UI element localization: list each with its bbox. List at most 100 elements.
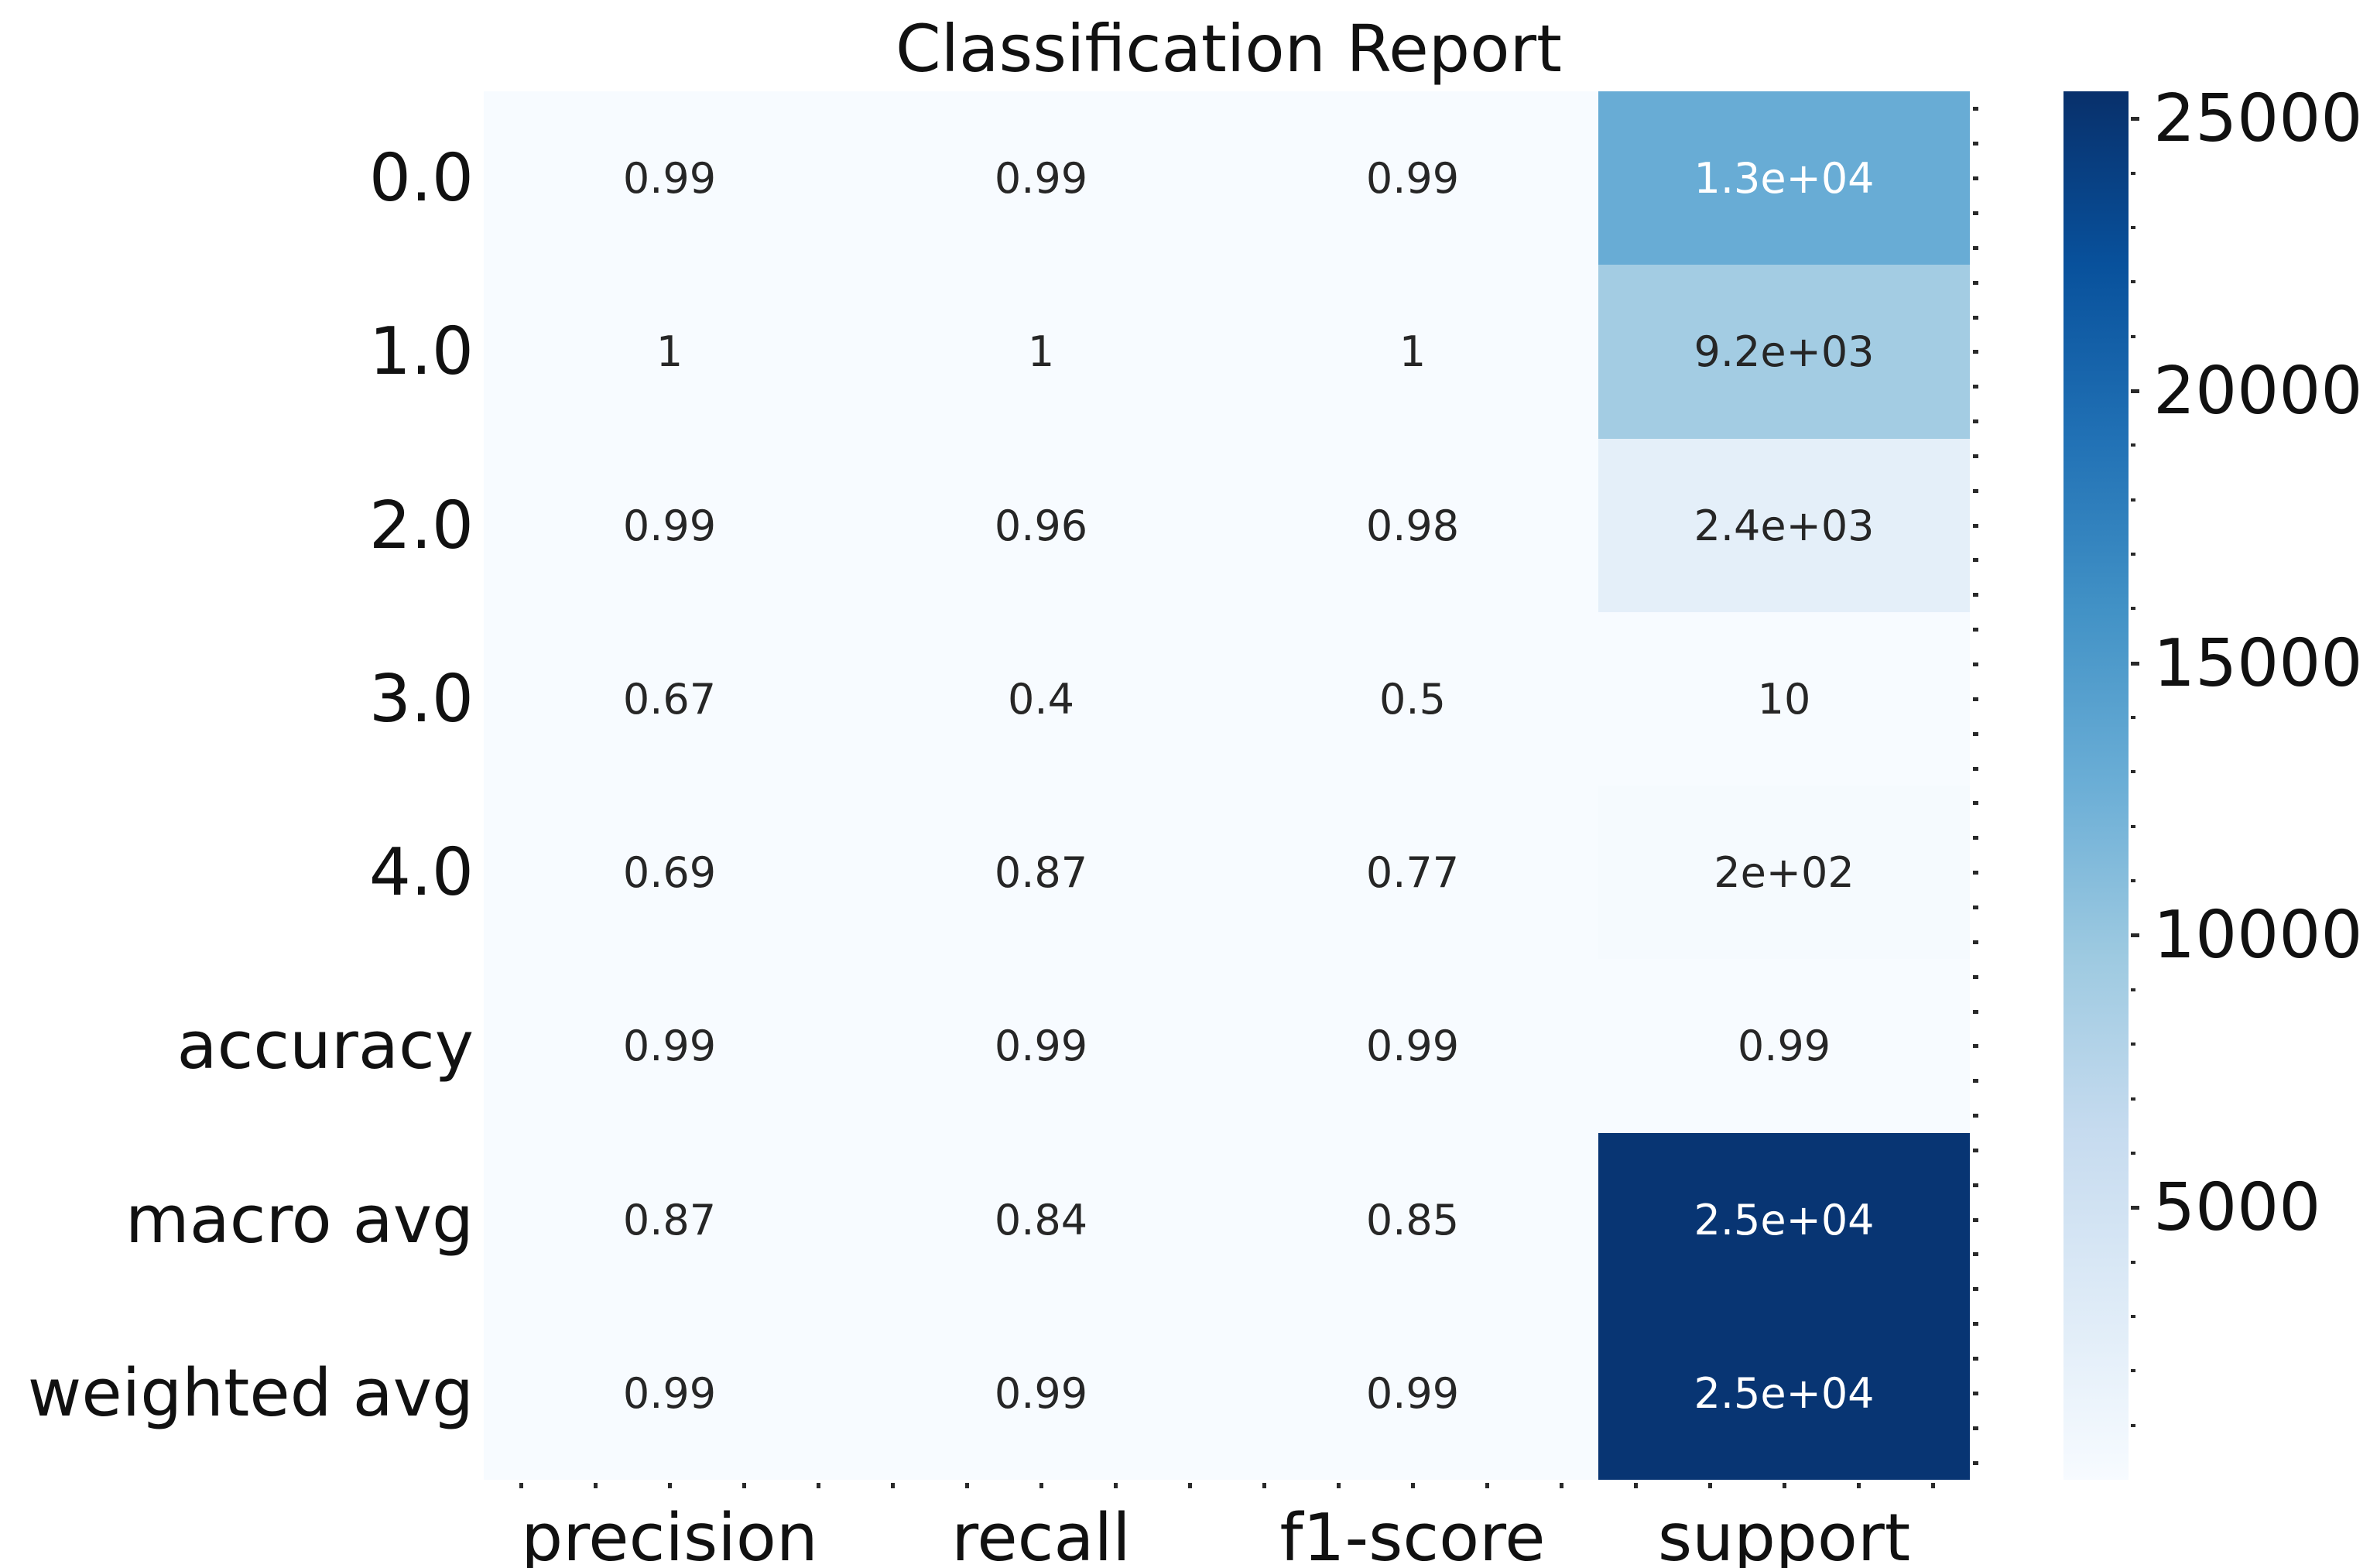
y-axis-minor-tick [1973,593,1978,597]
cell-annotation: 0.67 [622,674,717,724]
cell-annotation: 2e+02 [1714,847,1855,897]
x-axis-minor-tick [668,1483,672,1488]
x-axis-minor-tick [1188,1483,1192,1488]
y-axis-minor-tick [1973,142,1978,146]
colorbar-minor-tick [2131,553,2135,556]
colorbar-major-tick [2131,1206,2139,1210]
x-axis-minor-tick [1857,1483,1861,1488]
colorbar-minor-tick [2131,1315,2135,1318]
cell-annotation: 1 [1399,327,1426,376]
colorbar-minor-tick [2131,280,2135,283]
cell-annotation: 0.4 [1008,674,1074,724]
heatmap-cell: 2.4e+03 [1598,439,1970,612]
y-axis-minor-tick [1973,211,1978,215]
x-axis-minor-tick [1708,1483,1712,1488]
colorbar-minor-tick [2131,1097,2135,1101]
cell-annotation: 0.99 [622,501,717,550]
x-axis-minor-tick [1485,1483,1489,1488]
y-axis-minor-tick [1973,107,1978,111]
cell-annotation: 0.5 [1379,674,1446,724]
heatmap-cell: 2e+02 [1598,786,1970,959]
heatmap-cell: 0.4 [855,612,1227,786]
colorbar-minor-tick [2131,172,2135,175]
heatmap-cell: 0.99 [484,439,855,612]
row-tick-label: accuracy [176,1007,474,1084]
y-axis-minor-tick [1973,1426,1978,1430]
y-axis-minor-tick [1973,801,1978,805]
colorbar-tick-label: 15000 [2153,625,2363,702]
colorbar [2063,91,2129,1480]
y-axis-minor-tick [1973,1044,1978,1048]
cell-annotation: 0.85 [1365,1195,1460,1244]
cell-annotation: 10 [1757,674,1811,724]
y-axis-minor-tick [1973,489,1978,493]
cell-annotation: 0.99 [622,1022,717,1070]
heatmap-cell: 0.85 [1227,1133,1598,1306]
row-tick-label: 1.0 [368,313,474,390]
heatmap-cell: 1 [484,265,855,439]
cell-annotation: 0.99 [994,153,1088,203]
heatmap-cell: 0.84 [855,1133,1227,1306]
y-axis-minor-tick [1973,1114,1978,1118]
cell-annotation: 0.99 [994,1368,1088,1418]
y-axis-minor-tick [1973,176,1978,180]
y-axis-minor-tick [1973,871,1978,875]
y-axis-minor-tick [1973,767,1978,771]
heatmap-cell: 0.99 [1227,1306,1598,1480]
cell-annotation: 0.69 [622,847,717,897]
x-axis-minor-tick [1039,1483,1043,1488]
cell-annotation: 2.5e+04 [1694,1368,1875,1418]
col-tick-label: support [1657,1500,1911,1568]
heatmap-cell: 0.87 [855,786,1227,959]
cell-annotation: 9.2e+03 [1694,327,1875,376]
y-axis-minor-tick [1973,697,1978,701]
colorbar-major-tick [2131,389,2139,393]
cell-annotation: 0.87 [622,1195,717,1244]
row-tick-label: 4.0 [368,834,474,911]
heatmap-cell: 0.69 [484,786,855,959]
x-axis-minor-tick [1560,1483,1563,1488]
colorbar-minor-tick [2131,988,2135,991]
cell-annotation: 0.77 [1365,847,1460,897]
colorbar-minor-tick [2131,498,2135,502]
y-axis-minor-tick [1973,1149,1978,1152]
y-axis-minor-tick [1973,454,1978,458]
y-axis-minor-tick [1973,558,1978,562]
colorbar-tick-label: 10000 [2153,896,2363,974]
x-axis-minor-tick [1114,1483,1118,1488]
colorbar-tick-label: 25000 [2153,80,2363,157]
heatmap-cell: 0.77 [1227,786,1598,959]
y-axis-minor-tick [1973,662,1978,666]
row-tick-label: 2.0 [368,487,474,564]
heatmap-cell: 0.99 [855,91,1227,265]
x-axis-minor-tick [891,1483,895,1488]
colorbar-minor-tick [2131,879,2135,882]
colorbar-minor-tick [2131,1042,2135,1046]
heatmap-cell: 10 [1598,612,1970,786]
colorbar-minor-tick [2131,226,2135,229]
heatmap-cell: 0.99 [484,959,855,1133]
col-tick-label: recall [951,1500,1131,1568]
x-axis-minor-tick [1337,1483,1341,1488]
colorbar-minor-tick [2131,716,2135,719]
y-axis-minor-tick [1973,1079,1978,1083]
heatmap-cell: 0.99 [484,91,855,265]
cell-annotation: 2.4e+03 [1694,501,1875,550]
row-tick-label: macro avg [125,1181,474,1258]
colorbar-minor-tick [2131,825,2135,828]
y-axis-minor-tick [1973,836,1978,840]
y-axis-minor-tick [1973,1461,1978,1465]
y-axis-minor-tick [1973,350,1978,354]
cell-annotation: 1 [1027,327,1055,376]
y-axis-minor-tick [1973,975,1978,979]
cell-annotation: 0.99 [1365,153,1460,203]
y-axis-minor-tick [1973,524,1978,528]
cell-annotation: 0.84 [994,1195,1088,1244]
y-axis-minor-tick [1973,385,1978,389]
heatmap-cell: 0.99 [1598,959,1970,1133]
x-axis-minor-tick [519,1483,523,1488]
cell-annotation: 2.5e+04 [1694,1195,1875,1244]
colorbar-minor-tick [2131,1369,2135,1372]
colorbar-minor-tick [2131,443,2135,447]
y-axis-minor-tick [1973,1392,1978,1395]
